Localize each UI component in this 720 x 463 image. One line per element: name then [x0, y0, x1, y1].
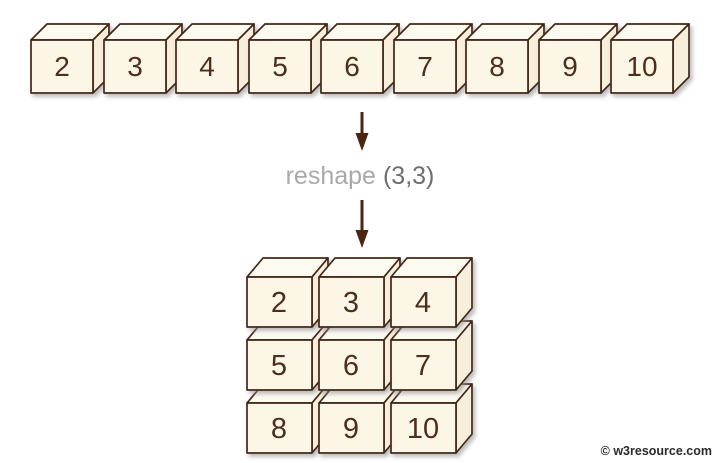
grid-cube: 7	[390, 320, 473, 391]
cube-front-face	[393, 39, 457, 94]
reshape-label: reshape(3,3)	[286, 162, 435, 190]
reshape-args-text: (3,3)	[383, 162, 434, 190]
array-cube: 3	[103, 23, 183, 94]
cube-value: 6	[344, 51, 360, 82]
array-cube: 10	[610, 23, 690, 94]
cube-front-face	[246, 339, 313, 391]
cube-front-face	[175, 39, 239, 94]
cube-value: 2	[271, 287, 287, 319]
cube-value: 3	[343, 287, 359, 319]
cube-front-face	[465, 39, 529, 94]
cube-front-face	[390, 402, 457, 454]
cube-value: 8	[271, 413, 287, 445]
array-cube: 4	[175, 23, 255, 94]
array-cube: 7	[393, 23, 473, 94]
cube-value: 3	[127, 51, 143, 82]
cube-front-face	[320, 39, 384, 94]
cube-value: 5	[272, 51, 288, 82]
grid-cube: 10	[390, 383, 473, 454]
result-grid: 8 9 10 5 6	[246, 257, 473, 454]
cube-front-face	[390, 339, 457, 391]
source-array: 2 3 4 5 6 7	[30, 23, 690, 94]
cube-front-face	[610, 39, 674, 94]
watermark: © w3resource.com	[601, 444, 712, 458]
cube-value: 9	[562, 51, 578, 82]
cube-front-face	[318, 402, 385, 454]
cube-value: 9	[343, 413, 359, 445]
cube-value: 7	[415, 350, 431, 382]
cube-front-face	[246, 402, 313, 454]
array-cube: 2	[30, 23, 110, 94]
cube-front-face	[318, 339, 385, 391]
cube-value: 7	[417, 51, 433, 82]
cube-value: 4	[415, 287, 431, 319]
cube-front-face	[246, 276, 313, 328]
reshape-op-text: reshape	[286, 162, 376, 190]
cube-value: 10	[626, 51, 657, 82]
grid-cube: 8	[246, 383, 329, 454]
cube-value: 10	[407, 413, 439, 445]
down-arrow-icon	[355, 200, 369, 248]
array-cube: 8	[465, 23, 545, 94]
cube-front-face	[538, 39, 602, 94]
cube-front-face	[390, 276, 457, 328]
grid-cube: 2	[246, 257, 329, 328]
array-cube: 5	[248, 23, 328, 94]
cube-front-face	[103, 39, 167, 94]
grid-cube: 5	[246, 320, 329, 391]
array-cube: 9	[538, 23, 618, 94]
array-cube: 6	[320, 23, 400, 94]
cube-front-face	[318, 276, 385, 328]
cube-value: 5	[271, 350, 287, 382]
grid-cube: 4	[390, 257, 473, 328]
cube-value: 8	[489, 51, 505, 82]
cube-value: 6	[343, 350, 359, 382]
grid-cube: 3	[318, 257, 401, 328]
grid-cube: 6	[318, 320, 401, 391]
cube-front-face	[30, 39, 94, 94]
cube-front-face	[248, 39, 312, 94]
cube-value: 2	[54, 51, 70, 82]
grid-cube: 9	[318, 383, 401, 454]
cube-value: 4	[199, 51, 215, 82]
down-arrow-icon	[355, 112, 369, 151]
